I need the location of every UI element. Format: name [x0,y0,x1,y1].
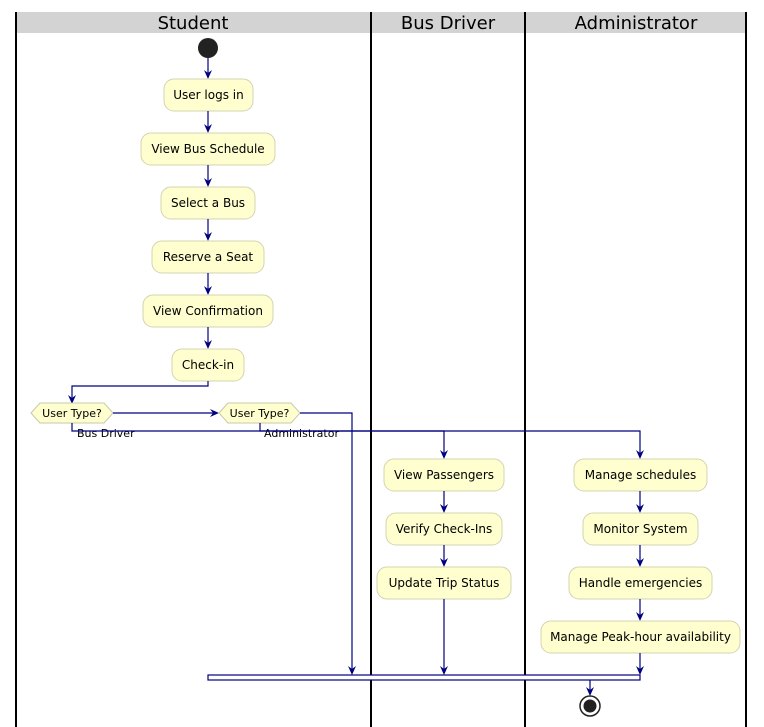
activity-label: Manage Peak-hour availability [550,630,731,644]
branch-label-bus-driver: Bus Driver [77,427,135,440]
activity-verify-check-ins: Verify Check-Ins [385,512,503,546]
activity-reserve-a-seat: Reserve a Seat [151,240,265,274]
activity-label: View Bus Schedule [151,142,264,156]
activity-update-trip-status: Update Trip Status [376,566,512,600]
activity-select-a-bus: Select a Bus [160,186,256,220]
decision-user-type-1: User Type? [30,402,114,424]
activity-label: Monitor System [593,522,687,536]
branch-label-administrator: Administrator [264,427,339,440]
activity-handle-emergencies: Handle emergencies [568,566,713,600]
start-node [198,38,218,58]
merge-bar [207,674,641,681]
decision-user-type-2: User Type? [218,402,301,424]
activity-label: Select a Bus [171,196,245,210]
lane-title-administrator: Administrator [575,13,698,34]
activity-label: Manage schedules [585,468,697,482]
activity-label: Handle emergencies [579,576,702,590]
activity-user-logs-in: User logs in [163,78,254,112]
activity-label: View Confirmation [153,304,263,318]
activity-label: User logs in [173,88,243,102]
end-node [579,695,601,717]
lane-title-student: Student [158,13,229,34]
activity-label: Verify Check-Ins [396,522,493,536]
activity-manage-peak-hour-availability: Manage Peak-hour availability [540,620,741,654]
activity-label: Reserve a Seat [163,250,254,264]
activity-label: Check-in [182,358,234,372]
activity-check-in: Check-in [171,348,245,382]
activity-view-confirmation: View Confirmation [142,294,274,328]
decision-label: User Type? [230,407,290,420]
decision-label: User Type? [42,407,102,420]
activity-label: Update Trip Status [389,576,500,590]
activity-label: View Passengers [394,468,494,482]
lane-header-bar [16,12,746,33]
activity-view-passengers: View Passengers [383,458,505,492]
activity-manage-schedules: Manage schedules [573,458,708,492]
activity-monitor-system: Monitor System [582,512,699,546]
lane-title-bus-driver: Bus Driver [401,13,496,34]
activity-view-bus-schedule: View Bus Schedule [140,132,276,166]
